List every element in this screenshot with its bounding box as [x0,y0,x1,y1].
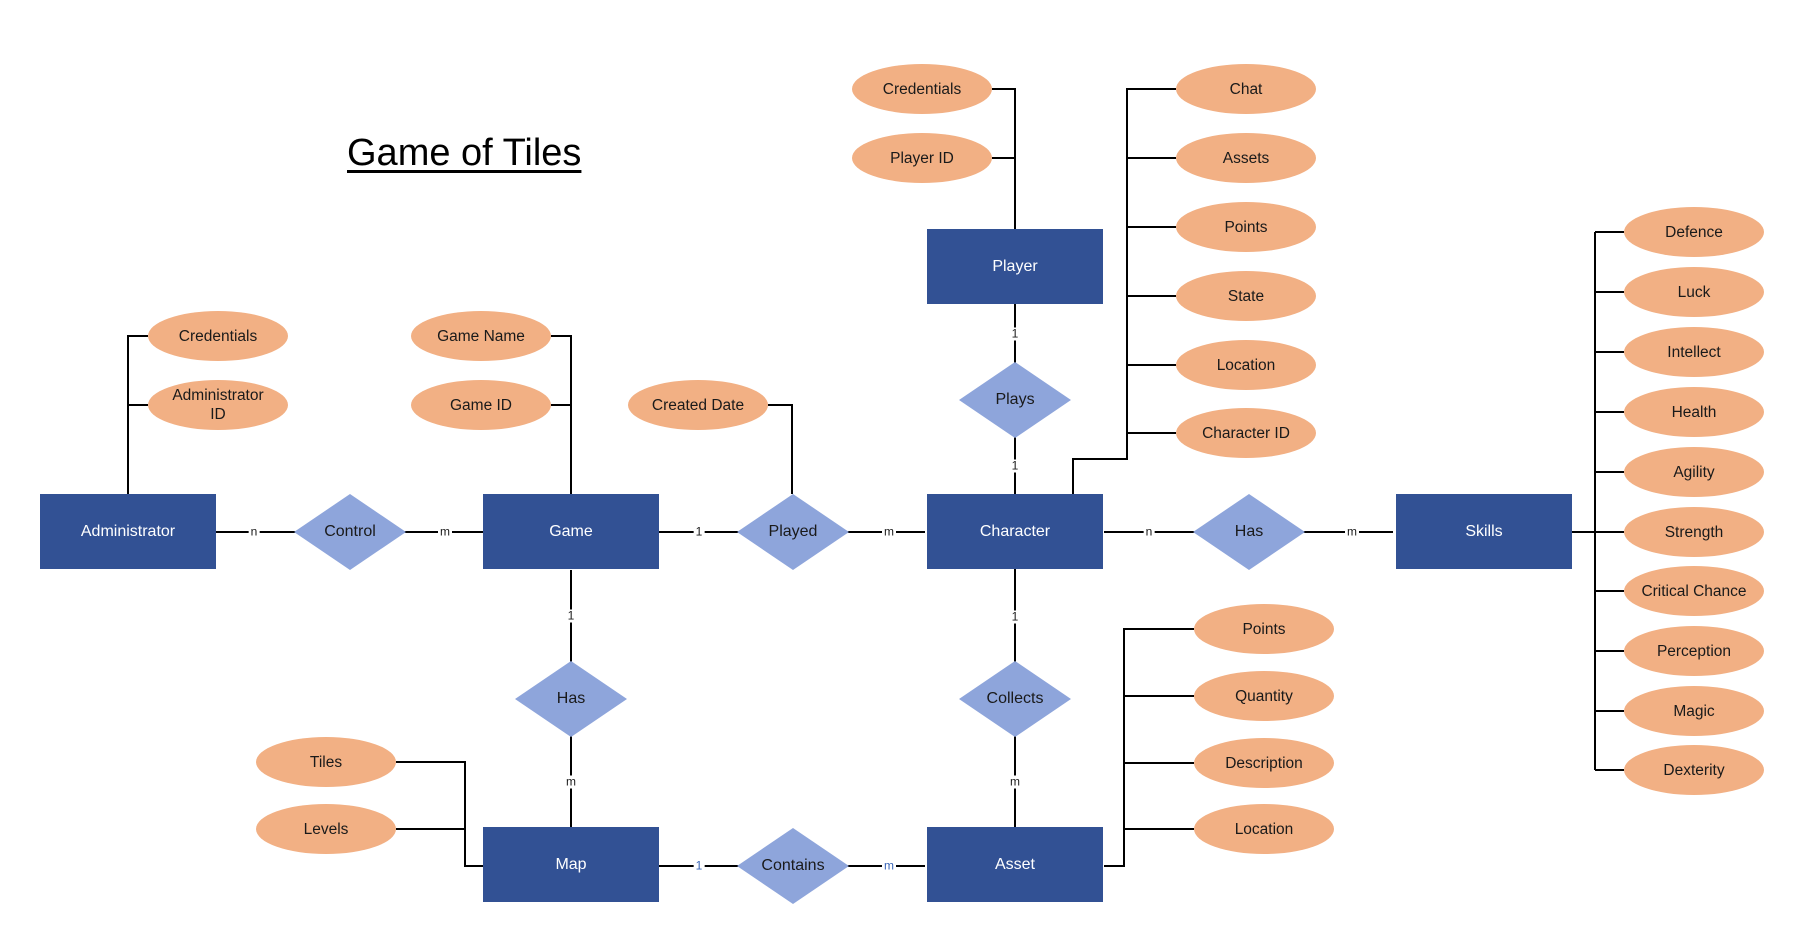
attribute-asset-location[interactable]: Location [1194,804,1334,854]
relationship-played-label: Played [768,523,818,540]
attribute-quantity[interactable]: Quantity [1194,671,1334,721]
attribute-character-location[interactable]: Location [1176,340,1316,390]
attribute-state[interactable]: State [1176,271,1316,321]
cardinality-game-has: 1 [565,608,577,623]
cardinality-map-contains: 1 [693,858,705,873]
relationship-has-map[interactable]: Has [515,661,627,737]
attribute-player-credentials[interactable]: Credentials [852,64,992,114]
attribute-asset-points[interactable]: Points [1194,604,1334,654]
attribute-perception[interactable]: Perception [1624,626,1764,676]
relationship-contains[interactable]: Contains [737,828,849,904]
attribute-luck[interactable]: Luck [1624,267,1764,317]
relationship-has-skills-label: Has [1234,523,1264,540]
cardinality-character-collects: 1 [1009,609,1021,624]
attribute-administrator-id[interactable]: Administrator ID [148,380,288,430]
relationship-plays-label: Plays [995,391,1035,408]
attribute-strength[interactable]: Strength [1624,507,1764,557]
cardinality-admin-control: n [248,524,260,539]
attribute-character-id[interactable]: Character ID [1176,408,1316,458]
cardinality-played-character: m [882,524,896,539]
attribute-game-id[interactable]: Game ID [411,380,551,430]
cardinality-player-plays: 1 [1009,326,1021,341]
attribute-critical-chance[interactable]: Critical Chance [1624,566,1764,616]
entity-administrator[interactable]: Administrator [40,494,216,569]
attribute-levels[interactable]: Levels [256,804,396,854]
cardinality-has-map: m [564,774,578,789]
cardinality-game-played: 1 [693,524,705,539]
connector-asset-attrs [1104,628,1194,867]
cardinality-plays-character: 1 [1009,458,1021,473]
relationship-collects[interactable]: Collects [959,661,1071,737]
attribute-description[interactable]: Description [1194,738,1334,788]
attribute-agility[interactable]: Agility [1624,447,1764,497]
relationship-plays[interactable]: Plays [959,362,1071,438]
connector-character-attrs [1072,88,1176,494]
entity-map[interactable]: Map [483,827,659,902]
entity-asset[interactable]: Asset [927,827,1103,902]
diagram-title: Game of Tiles [347,132,582,174]
cardinality-contains-asset: m [882,858,896,873]
entity-skills[interactable]: Skills [1396,494,1572,569]
attribute-defence[interactable]: Defence [1624,207,1764,257]
attribute-assets[interactable]: Assets [1176,133,1316,183]
relationship-has-map-label: Has [556,690,586,707]
connector-admin-attrs [127,335,148,494]
attribute-admin-credentials[interactable]: Credentials [148,311,288,361]
attribute-magic[interactable]: Magic [1624,686,1764,736]
relationship-control[interactable]: Control [294,494,406,570]
connector-map-attrs [396,761,483,867]
attribute-chat[interactable]: Chat [1176,64,1316,114]
attribute-health[interactable]: Health [1624,387,1764,437]
relationship-played[interactable]: Played [737,494,849,570]
attribute-game-name[interactable]: Game Name [411,311,551,361]
cardinality-control-game: m [438,524,452,539]
attribute-intellect[interactable]: Intellect [1624,327,1764,377]
entity-character[interactable]: Character [927,494,1103,569]
connector-game-attrs [551,335,572,494]
cardinality-collects-asset: m [1008,774,1022,789]
relationship-has-skills[interactable]: Has [1193,494,1305,570]
relationship-control-label: Control [324,523,376,540]
attribute-player-id[interactable]: Player ID [852,133,992,183]
connector-played-attr [768,404,793,494]
cardinality-character-has: n [1143,524,1155,539]
attribute-character-points[interactable]: Points [1176,202,1316,252]
cardinality-has-skills: m [1345,524,1359,539]
attribute-created-date[interactable]: Created Date [628,380,768,430]
relationship-collects-label: Collects [986,690,1044,707]
entity-player[interactable]: Player [927,229,1103,304]
relationship-contains-label: Contains [761,857,825,874]
entity-game[interactable]: Game [483,494,659,569]
attribute-tiles[interactable]: Tiles [256,737,396,787]
attribute-dexterity[interactable]: Dexterity [1624,745,1764,795]
connector-player-attrs [992,88,1016,229]
